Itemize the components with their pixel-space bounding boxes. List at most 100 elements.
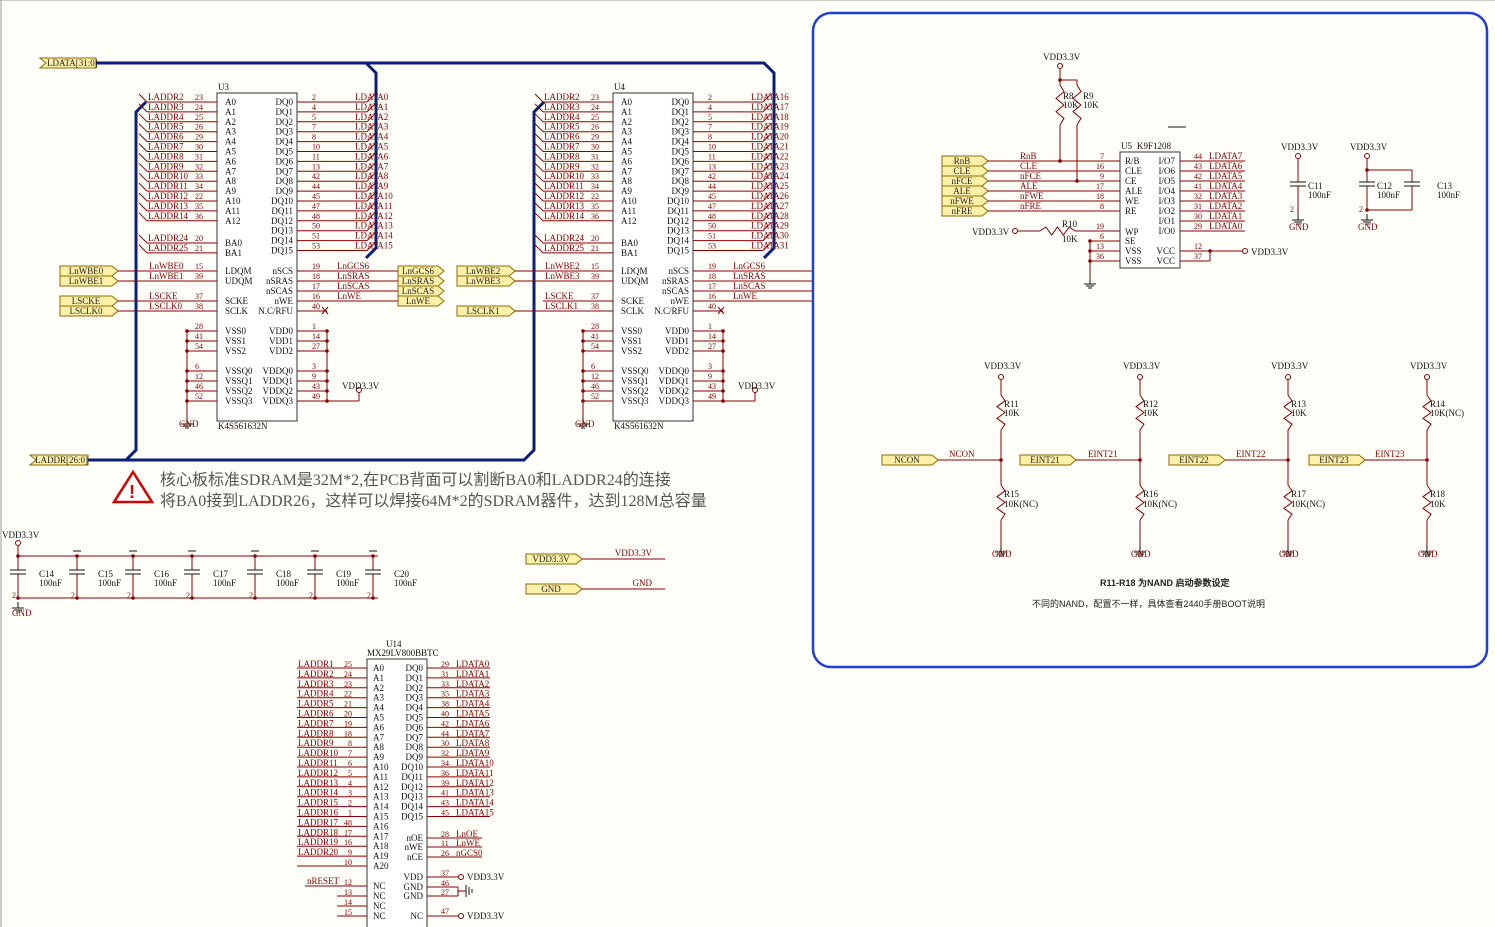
bus-entry (762, 242, 772, 251)
junction-dot (190, 596, 194, 600)
dq-pin-name: DQ14 (271, 236, 293, 246)
nor-dq-num: 32 (441, 749, 449, 758)
left-port-lsclk0[interactable] (59, 305, 119, 317)
right-port-lnwbe3[interactable] (456, 275, 516, 287)
bus-entry (366, 192, 376, 202)
vss-pin-num: 54 (195, 342, 203, 351)
bus-entry (138, 212, 148, 222)
addr-pin-name: A9 (621, 186, 632, 196)
left-port-lnwbe1[interactable] (59, 275, 119, 287)
dq-net: LDATA20 (751, 132, 789, 142)
gnd-label: GND (1279, 549, 1299, 559)
nor-pwr-pin: VDD (404, 872, 424, 882)
nand-port-rnb[interactable] (941, 155, 989, 167)
nor-addr-net: LADDR7 (298, 718, 334, 728)
addr-net: LADDR8 (148, 151, 184, 161)
bus-entry (138, 202, 148, 212)
junction-dot (1075, 179, 1079, 183)
left-port-lscke[interactable] (59, 295, 119, 307)
ctrl-pin-name: N.C/RFU (654, 306, 689, 316)
nand-port-nfce[interactable] (941, 175, 989, 187)
nor-pwr-num: 27 (441, 888, 449, 897)
addr-net: LADDR8 (544, 151, 580, 161)
bus-entry (762, 192, 772, 202)
dq-pin-name: DQ4 (672, 137, 690, 147)
nand-port-nfwe[interactable] (941, 195, 989, 207)
addr-net: LADDR9 (148, 161, 184, 171)
addr-pin-num: 33 (591, 172, 599, 181)
nand-pin-name: ALE (1125, 186, 1143, 196)
nand-pin-num: 8 (1100, 202, 1104, 211)
addr-pin-name: A2 (225, 117, 236, 127)
boot-port-eint22[interactable] (1168, 454, 1226, 466)
vdd-label: VDD3.3V (1350, 142, 1388, 152)
vdd-pin-num: 27 (312, 342, 320, 351)
ctrl-pin-num: 17 (708, 282, 716, 291)
vssq-pin-num: 46 (591, 382, 599, 391)
se-vss-name: VSS (1125, 246, 1142, 256)
u4-body (612, 92, 694, 422)
mid-port-lnscas[interactable] (397, 285, 445, 297)
vssq-pin-name: VSSQ1 (621, 376, 649, 386)
rup-val: 10K(NC) (1430, 408, 1464, 418)
addr-pin-name: A11 (225, 206, 240, 216)
nand-port-nfce-label: nFCE (951, 176, 973, 186)
nor-nc-num: 13 (344, 888, 352, 897)
nand-io-net: LDATA0 (1209, 221, 1243, 231)
laddr-bus-port[interactable] (28, 454, 89, 466)
addr-pin-num: 29 (195, 133, 203, 142)
vss-pin-name: VSS2 (225, 346, 246, 356)
vdd-label: VDD3.3V (1123, 361, 1161, 371)
vssq-pin-num: 6 (591, 362, 595, 371)
bus-entry (762, 172, 772, 182)
ba-pin-num: 20 (591, 234, 599, 243)
nor-dq-pin: DQ4 (406, 703, 424, 713)
boot-port-ncon[interactable] (881, 454, 939, 466)
mid-port-lnsras[interactable] (397, 275, 445, 287)
rdn-ref: R16 (1143, 489, 1159, 499)
addr-pin-name: A0 (225, 97, 236, 107)
nand-port-ale[interactable] (941, 185, 989, 197)
vddq-pin-name: VDDQ3 (659, 396, 690, 406)
dq-pin-name: DQ6 (672, 156, 690, 166)
nor-nc-pin: NC (373, 911, 386, 921)
mid-port-lnwe[interactable] (397, 295, 445, 307)
nor-addr-net: LADDR15 (298, 798, 338, 808)
nor-dq-net: LDATA13 (456, 788, 494, 798)
ctrl-pin-num: 18 (312, 272, 320, 281)
nor-addr-num: 9 (348, 848, 352, 857)
bus-entry (366, 182, 376, 192)
addr-pin-name: A12 (621, 216, 637, 226)
power-link-port-1[interactable] (525, 583, 583, 595)
right-port-lnwbe2[interactable] (456, 265, 516, 277)
power-link-port-0[interactable] (525, 553, 583, 565)
nor-nc-num: 15 (344, 908, 352, 917)
resistor-symbol (1135, 394, 1145, 431)
dq-pin-name: DQ12 (667, 216, 689, 226)
nor-dq-pin: DQ15 (401, 812, 423, 822)
nand-port-nfre[interactable] (941, 205, 989, 217)
addr-pin-name: A2 (621, 117, 632, 127)
left-port-lnwbe0[interactable] (59, 265, 119, 277)
power-icon (458, 874, 464, 880)
bus-entry (138, 192, 148, 202)
mid-port-lngcs6[interactable] (397, 265, 445, 277)
c12-val: 100nF (1377, 190, 1400, 200)
nor-nc-pin: NC (373, 901, 386, 911)
boot-port-eint21[interactable] (1019, 454, 1077, 466)
nor-dq-num: 30 (441, 739, 449, 748)
ctrl-pin-num: 15 (591, 262, 599, 271)
gnd-label: GND (1289, 222, 1309, 232)
boot-port-eint23[interactable] (1308, 454, 1366, 466)
bus-entry (138, 182, 148, 192)
dq-pin-num: 2 (708, 93, 712, 102)
nand-port-cle[interactable] (941, 165, 989, 177)
ldata-bus-port[interactable] (38, 57, 97, 69)
nand-pin-name: RE (1125, 206, 1137, 216)
right-port-lsclk1[interactable] (456, 305, 516, 317)
gnd-label: GND (12, 608, 32, 618)
nor-dq-num: 31 (441, 670, 449, 679)
vss-pin-name: VSS1 (225, 336, 246, 346)
sdram-note: ! 核心板标准SDRAM是32M*2,在PCB背面可以割断BA0和LADDR24… (111, 469, 707, 510)
vssq-pin-name: VSSQ0 (225, 366, 253, 376)
